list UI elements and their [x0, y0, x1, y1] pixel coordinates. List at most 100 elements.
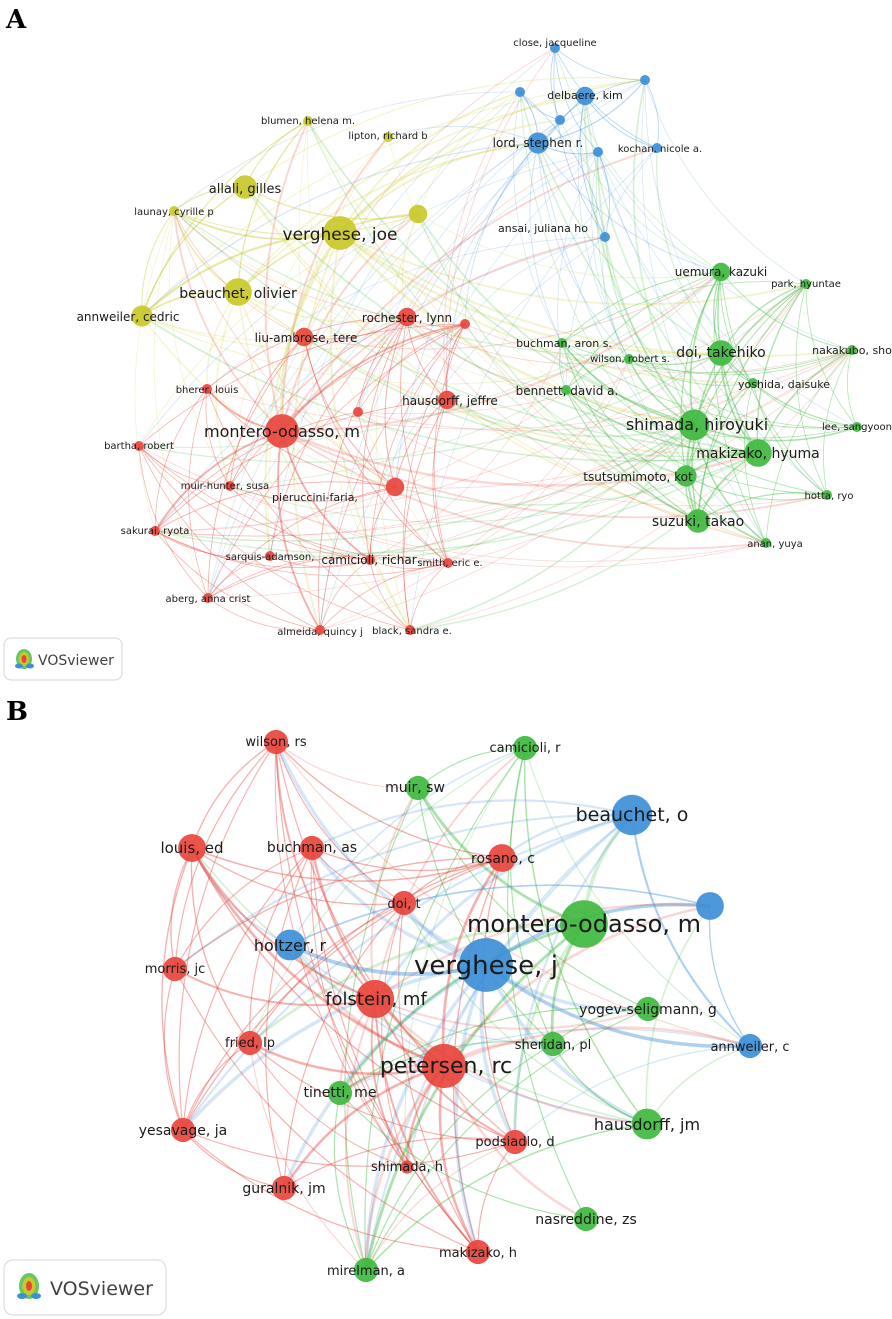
network-edge — [188, 388, 209, 599]
network-edge — [249, 1042, 516, 1143]
node-annweiler — [131, 305, 153, 327]
network-edge — [357, 411, 828, 507]
network-edge — [339, 1092, 587, 1220]
network-edge — [362, 316, 408, 561]
node-wilsonrs — [263, 729, 289, 755]
node-uemura — [711, 262, 731, 282]
network-edge — [365, 1043, 554, 1271]
network-edge — [406, 316, 448, 401]
node-annweilerc — [737, 1033, 763, 1059]
network-edge — [708, 905, 751, 1047]
network-edge — [481, 857, 516, 1143]
node-label-bherer: bherer, louis — [176, 385, 239, 396]
network-edge — [597, 151, 695, 426]
network-edge — [446, 399, 759, 462]
network-edge — [249, 1041, 445, 1076]
network-edge — [394, 349, 853, 489]
network-edge — [717, 271, 759, 454]
network-edge — [404, 747, 526, 1168]
network-edge — [628, 358, 858, 428]
node-makizako — [744, 439, 772, 467]
network-edge — [141, 120, 309, 317]
node-makizakoh — [465, 1239, 491, 1265]
network-edge — [275, 741, 405, 904]
network-edge — [394, 399, 448, 488]
network-edge — [583, 95, 695, 426]
network-edge — [447, 358, 630, 564]
node-beauchet — [224, 278, 252, 306]
network-edge — [229, 485, 767, 568]
network-edge — [513, 814, 633, 1143]
network-edge — [409, 562, 449, 631]
network-edge — [283, 902, 405, 1189]
network-edge — [207, 555, 271, 599]
network-edge — [561, 271, 722, 344]
node-yoshida — [748, 378, 758, 388]
network-edge — [454, 964, 488, 1253]
network-edge — [632, 79, 695, 426]
network-edge — [206, 236, 606, 390]
network-edge — [279, 232, 342, 432]
network-edge — [269, 424, 695, 558]
network-edge — [173, 210, 858, 429]
network-edge — [339, 1028, 751, 1094]
network-edge — [641, 79, 767, 544]
node-label-holtzer: holtzer, r — [254, 936, 327, 955]
network-edge — [339, 232, 807, 306]
node-yesavage — [170, 1117, 196, 1143]
network-edge — [173, 210, 408, 318]
network-edge — [720, 271, 853, 351]
network-edge — [307, 120, 449, 564]
network-edge — [191, 847, 405, 906]
node-wilson — [624, 354, 634, 364]
network-edge — [387, 125, 539, 144]
network-edge — [182, 857, 503, 1131]
node-ansai — [600, 232, 610, 242]
network-edge — [289, 747, 526, 946]
node-label-yesavage: yesavage, ja — [139, 1123, 228, 1139]
node-fried — [237, 1030, 263, 1056]
node-label-anan: anan, yuya — [747, 539, 803, 550]
network-edge — [823, 349, 853, 496]
network-edge — [229, 323, 466, 487]
node-label-doit: doi, t — [387, 897, 420, 912]
network-edge — [303, 336, 396, 488]
network-edge — [277, 430, 321, 631]
network-edge — [374, 998, 649, 1030]
network-edge — [339, 232, 853, 358]
network-edge — [319, 236, 606, 631]
network-edge — [369, 559, 449, 569]
network-edge — [554, 47, 599, 153]
network-edge — [229, 475, 687, 523]
network-edge — [364, 814, 633, 1271]
network-edge — [237, 291, 408, 324]
network-edge — [519, 91, 687, 477]
network-edge — [281, 323, 466, 432]
network-edge — [557, 151, 599, 391]
node-nakakubo — [847, 345, 857, 355]
node-label-delbaere: delbaere, kim — [547, 89, 622, 102]
network-edge — [237, 120, 309, 293]
network-edge — [584, 95, 828, 496]
node-label-rosano: rosano, c — [471, 851, 535, 867]
network-edge — [274, 741, 487, 967]
network-edge — [207, 151, 599, 599]
network-edge — [154, 530, 371, 568]
network-edge — [417, 787, 649, 1010]
network-edge — [138, 445, 231, 487]
network-edge — [154, 530, 321, 631]
network-edge — [339, 141, 539, 234]
network-edge — [697, 382, 754, 522]
node-label-black: black, sandra e. — [372, 626, 452, 637]
network-edge — [584, 95, 658, 149]
network-edge — [757, 349, 853, 454]
node-label-rochester: rochester, lynn — [362, 311, 452, 325]
network-edge — [373, 813, 633, 1000]
network-edge — [154, 349, 853, 537]
node-label-park: park, hyuntae — [771, 279, 841, 290]
network-edge — [417, 213, 695, 426]
network-edge — [173, 91, 521, 212]
node-label-buchman: buchman, aron s. — [516, 337, 612, 350]
network-edge — [795, 283, 828, 496]
network-edge — [244, 77, 646, 188]
